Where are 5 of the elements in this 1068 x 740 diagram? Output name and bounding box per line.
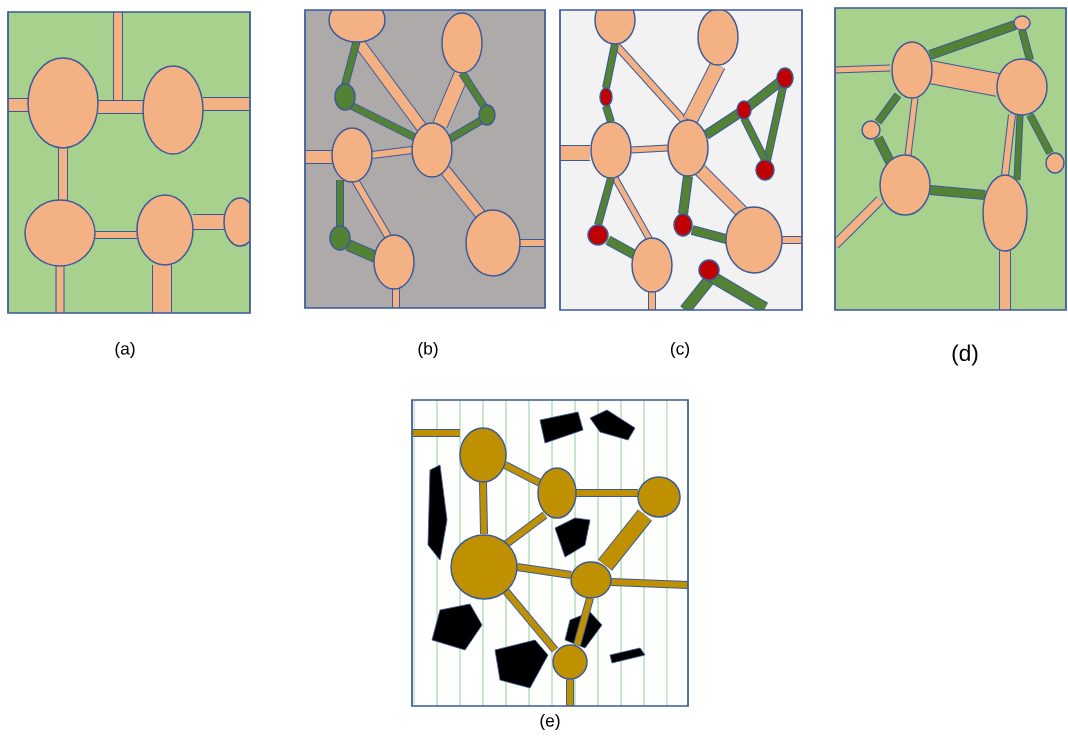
panel-label: (e) [540,713,560,731]
panel-label: (a) [115,341,135,359]
panel-label: (b) [418,341,438,359]
panel-label: (d) [952,344,978,366]
panel-label: (c) [670,341,690,359]
